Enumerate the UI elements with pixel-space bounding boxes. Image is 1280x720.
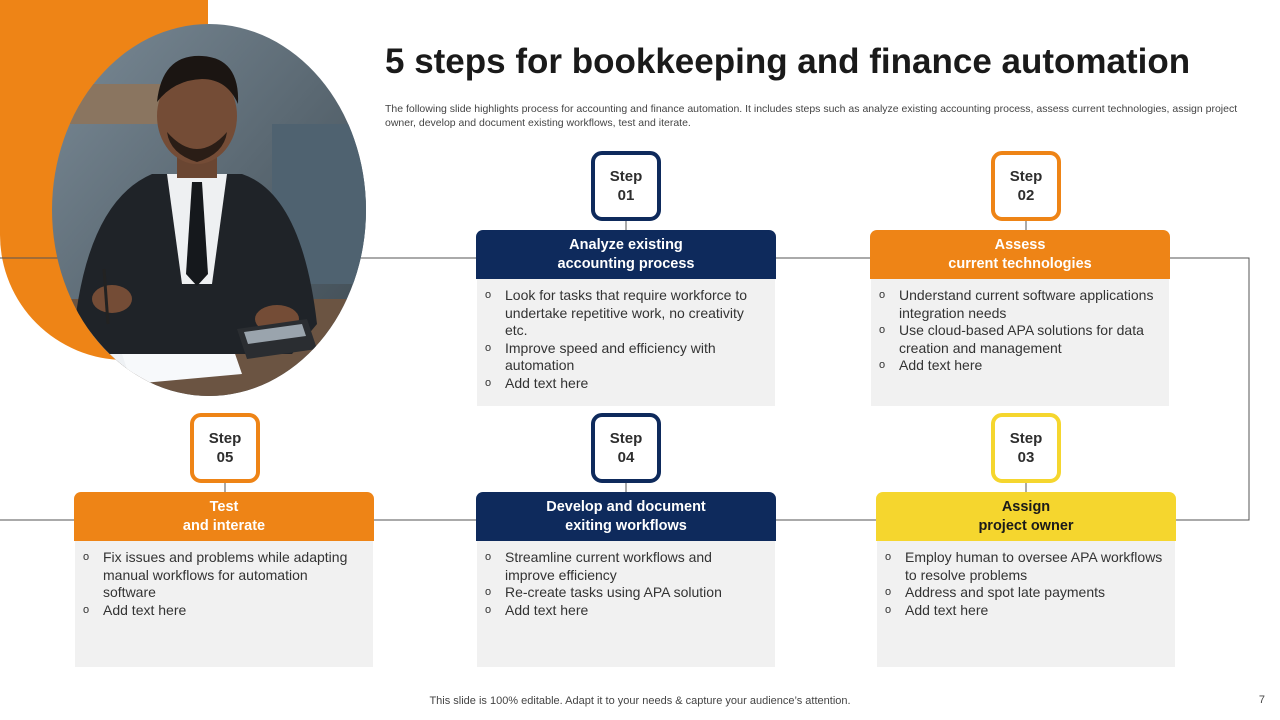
step-number: 03	[1017, 449, 1035, 466]
title-line: exiting workflows	[565, 517, 687, 534]
step-01-body: Look for tasks that require workforce to…	[477, 279, 775, 406]
businessman-photo	[52, 24, 366, 396]
page-title: 5 steps for bookkeeping and finance auto…	[385, 42, 1191, 81]
bullet-item: Employ human to oversee APA workflows to…	[885, 549, 1165, 584]
title-line: accounting process	[557, 255, 695, 272]
title-line: Analyze existing	[569, 236, 683, 253]
step-05-body: Fix issues and problems while adapting m…	[75, 541, 373, 667]
step-03-body: Employ human to oversee APA workflows to…	[877, 541, 1175, 667]
title-line: current technologies	[948, 255, 1092, 272]
page-number: 7	[1258, 694, 1265, 706]
step-01-badge: Step 01	[591, 151, 661, 221]
title-line: Assess	[994, 236, 1046, 253]
bullet-item: Add text here	[83, 602, 363, 620]
bullet-item: Streamline current workflows and improve…	[485, 549, 765, 584]
step-04-title: Develop and document exiting workflows	[476, 492, 776, 541]
step-02-title: Assess current technologies	[870, 230, 1170, 279]
step-01-title: Analyze existing accounting process	[476, 230, 776, 279]
step-word: Step	[1009, 430, 1043, 447]
bullet-item: Improve speed and efficiency with automa…	[485, 340, 765, 375]
step-03-badge: Step 03	[991, 413, 1061, 483]
bullet-item: Add text here	[879, 357, 1159, 375]
step-04-body: Streamline current workflows and improve…	[477, 541, 775, 667]
step-05-title: Test and interate	[74, 492, 374, 541]
title-line: and interate	[182, 517, 266, 534]
page-subtitle: The following slide highlights process f…	[385, 103, 1238, 129]
step-word: Step	[609, 168, 643, 185]
bullet-item: Address and spot late payments	[885, 584, 1165, 602]
bullet-item: Re-create tasks using APA solution	[485, 584, 765, 602]
title-line: Develop and document	[546, 498, 706, 515]
step-number: 04	[617, 449, 635, 466]
step-03-title: Assign project owner	[876, 492, 1176, 541]
step-02-body: Understand current software applications…	[871, 279, 1169, 406]
step-number: 05	[216, 449, 234, 466]
title-line: Test	[209, 498, 239, 515]
step-number: 02	[1017, 187, 1035, 204]
title-line: Assign	[1001, 498, 1051, 515]
step-05-badge: Step 05	[190, 413, 260, 483]
bullet-item: Understand current software applications…	[879, 287, 1159, 322]
step-word: Step	[609, 430, 643, 447]
title-line: project owner	[978, 517, 1074, 534]
bullet-item: Add text here	[485, 602, 765, 620]
step-word: Step	[208, 430, 242, 447]
bullet-item: Add text here	[485, 375, 765, 393]
step-word: Step	[1009, 168, 1043, 185]
bullet-item: Use cloud-based APA solutions for data c…	[879, 322, 1159, 357]
step-04-badge: Step 04	[591, 413, 661, 483]
bullet-item: Add text here	[885, 602, 1165, 620]
bullet-item: Fix issues and problems while adapting m…	[83, 549, 363, 602]
step-number: 01	[617, 187, 635, 204]
bullet-item: Look for tasks that require workforce to…	[485, 287, 765, 340]
footer-note: This slide is 100% editable. Adapt it to…	[429, 695, 851, 707]
step-02-badge: Step 02	[991, 151, 1061, 221]
